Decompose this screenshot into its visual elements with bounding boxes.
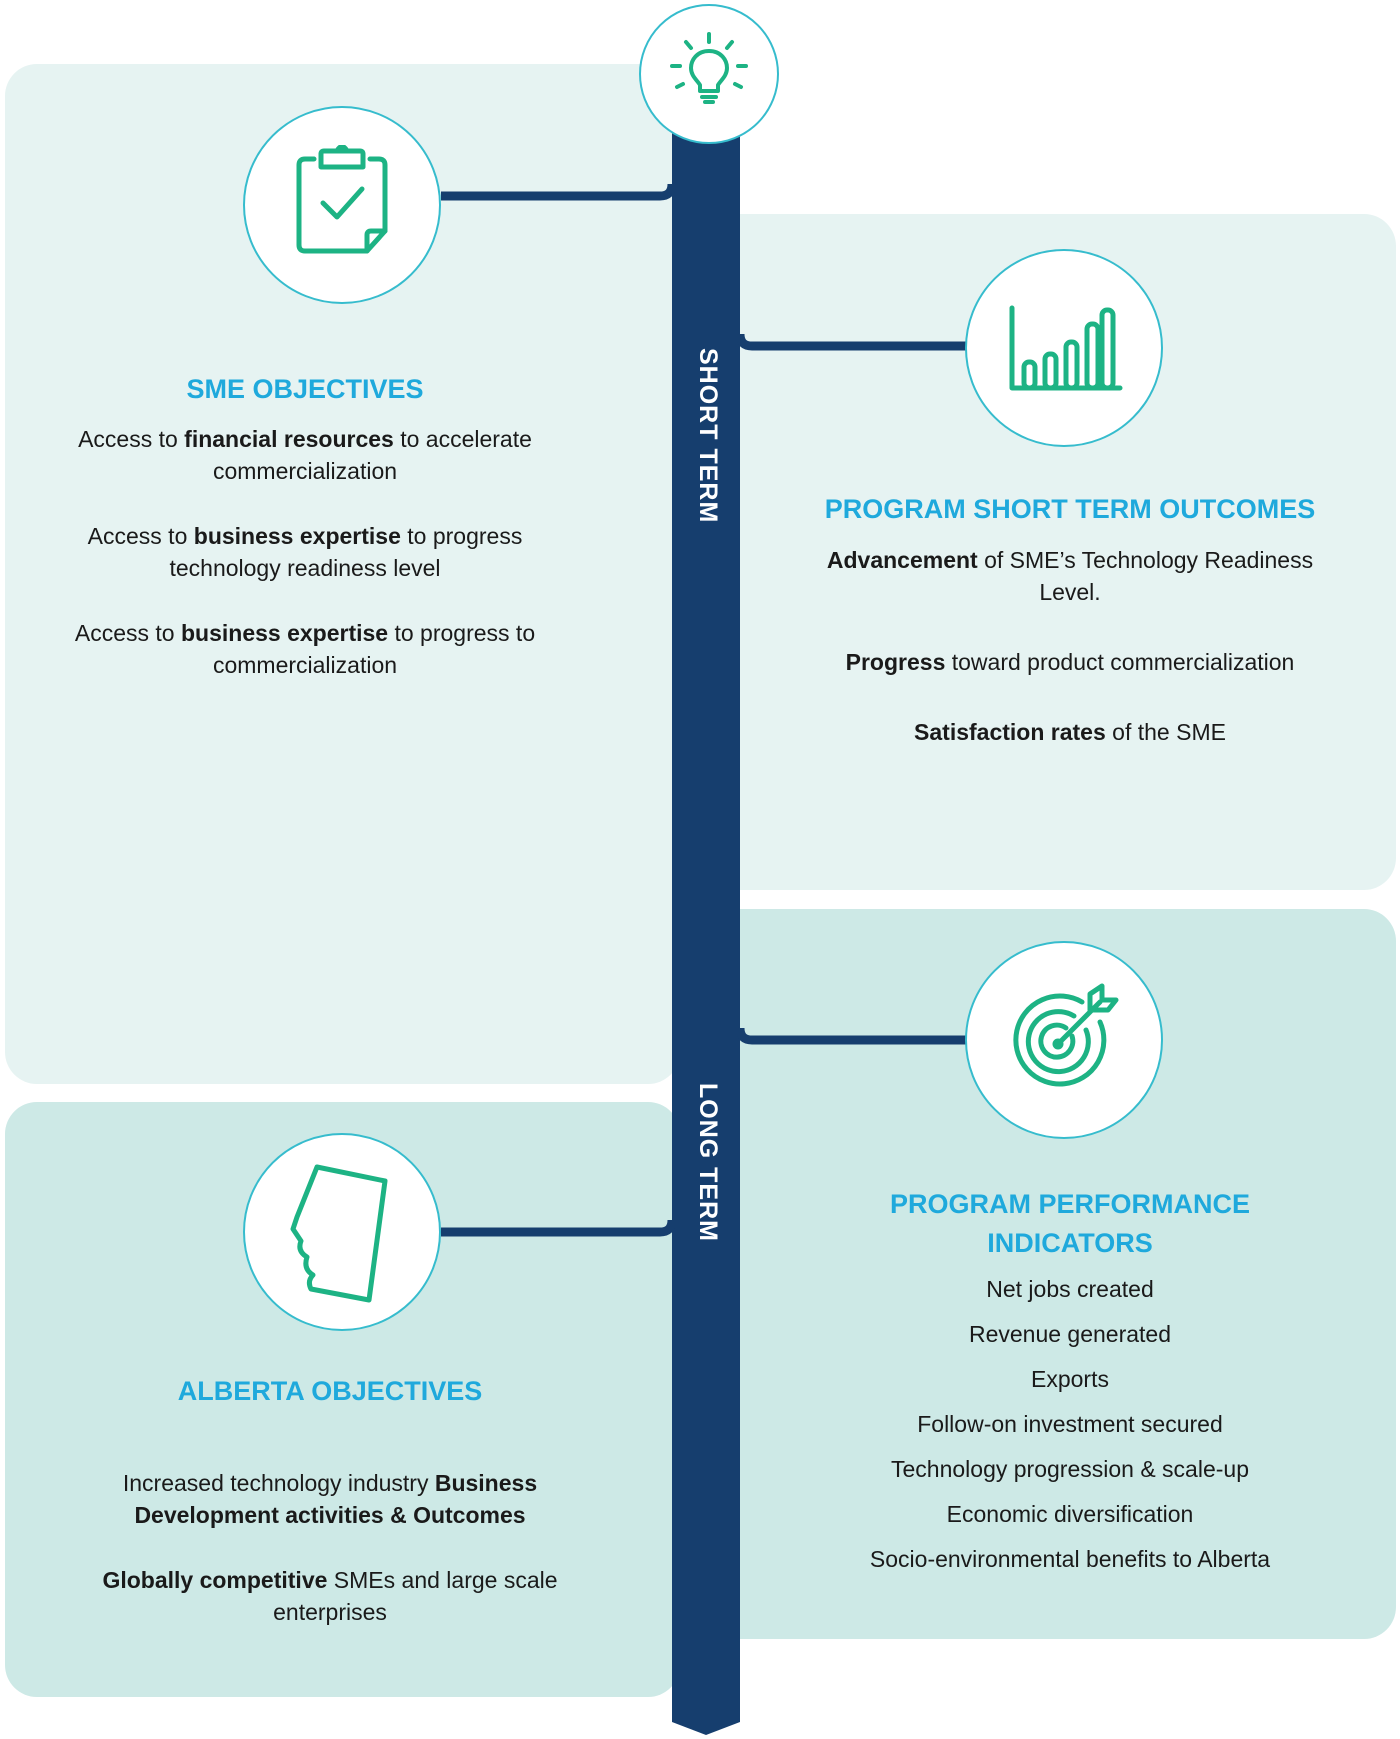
clipboard-circle: [243, 106, 441, 304]
connector-sme: [441, 183, 677, 201]
connector-alberta: [441, 1219, 677, 1237]
sme-objectives: SME OBJECTIVES Access to financial resou…: [60, 370, 550, 714]
alberta-objectives-heading: ALBERTA OBJECTIVES: [177, 1376, 483, 1406]
short-term-outcomes: PROGRAM SHORT TERM OUTCOMES Advancement …: [805, 490, 1335, 786]
sme-objective-item: Access to business expertise to progress…: [87, 523, 523, 581]
indicator-item: Revenue generated: [968, 1321, 1172, 1347]
target-circle: [965, 941, 1163, 1139]
sme-objectives-heading: SME OBJECTIVES: [186, 374, 424, 404]
target-arrow-icon: [1013, 983, 1119, 1087]
short-term-outcome-item: Satisfaction rates of the SME: [914, 719, 1226, 745]
alberta-map-circle: [243, 1133, 441, 1331]
sme-objective-item: Access to financial resources to acceler…: [78, 426, 532, 484]
indicator-item: Exports: [1031, 1366, 1109, 1392]
short-term-outcome-item: Progress toward product commercializatio…: [845, 649, 1295, 675]
sme-objective-item: Access to business expertise to progress…: [74, 620, 536, 678]
indicator-item: Socio-environmental benefits to Alberta: [869, 1546, 1271, 1572]
connector-short-term: [735, 333, 966, 351]
bar-chart-circle: [965, 249, 1163, 447]
performance-indicators-heading: PROGRAM PERFORMANCE INDICATORS: [889, 1189, 1250, 1258]
indicator-item: Net jobs created: [986, 1276, 1154, 1302]
indicator-item: Follow-on investment secured: [917, 1411, 1223, 1437]
performance-indicators: PROGRAM PERFORMANCE INDICATORS Net jobs …: [865, 1185, 1275, 1588]
alberta-objective-item: Increased technology industry Business D…: [122, 1470, 538, 1528]
long-term-label: LONG TERM: [694, 1083, 722, 1242]
lightbulb-icon: [670, 32, 748, 104]
lightbulb-circle: [639, 4, 779, 144]
short-term-outcome-item: Advancement of SME’s Technology Readines…: [826, 547, 1314, 605]
short-term-label: SHORT TERM: [694, 348, 722, 524]
short-term-outcomes-heading: PROGRAM SHORT TERM OUTCOMES: [824, 494, 1316, 524]
spine-bar: [672, 120, 740, 1735]
clipboard-check-icon: [296, 145, 388, 254]
alberta-objectives: ALBERTA OBJECTIVES Increased technology …: [80, 1372, 580, 1661]
alberta-map-icon: [290, 1164, 388, 1303]
connector-performance: [735, 1027, 966, 1045]
indicator-item: Technology progression & scale-up: [891, 1456, 1249, 1482]
bar-chart-icon: [1009, 305, 1123, 391]
indicator-item: Economic diversification: [946, 1501, 1194, 1527]
alberta-objective-item: Globally competitive SMEs and large scal…: [102, 1567, 558, 1625]
